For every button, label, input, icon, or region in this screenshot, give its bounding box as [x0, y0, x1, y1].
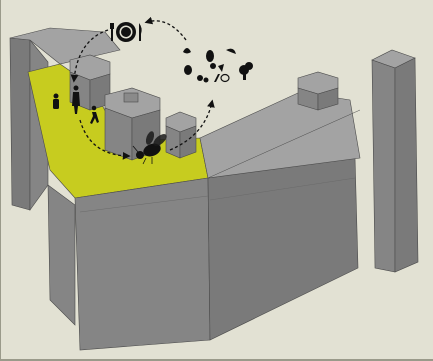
- small-block: [166, 112, 196, 158]
- main-front-face: [75, 178, 210, 350]
- small-block-side: [180, 126, 196, 158]
- left-wing-side-face: [10, 38, 30, 210]
- small-block-front: [166, 126, 180, 158]
- left-wing-lower-facade: [48, 185, 75, 325]
- tower-front: [372, 60, 395, 272]
- main-right-face: [208, 158, 358, 340]
- produce-to-plate-arrow: [147, 21, 186, 40]
- tower: [372, 50, 418, 272]
- rooftop-box: [298, 72, 338, 110]
- tower-side: [395, 58, 418, 272]
- fruit-and-vegetables-icon: [183, 48, 253, 83]
- plate-fork-knife-icon: [110, 22, 142, 42]
- roof-vent-box: [124, 93, 138, 102]
